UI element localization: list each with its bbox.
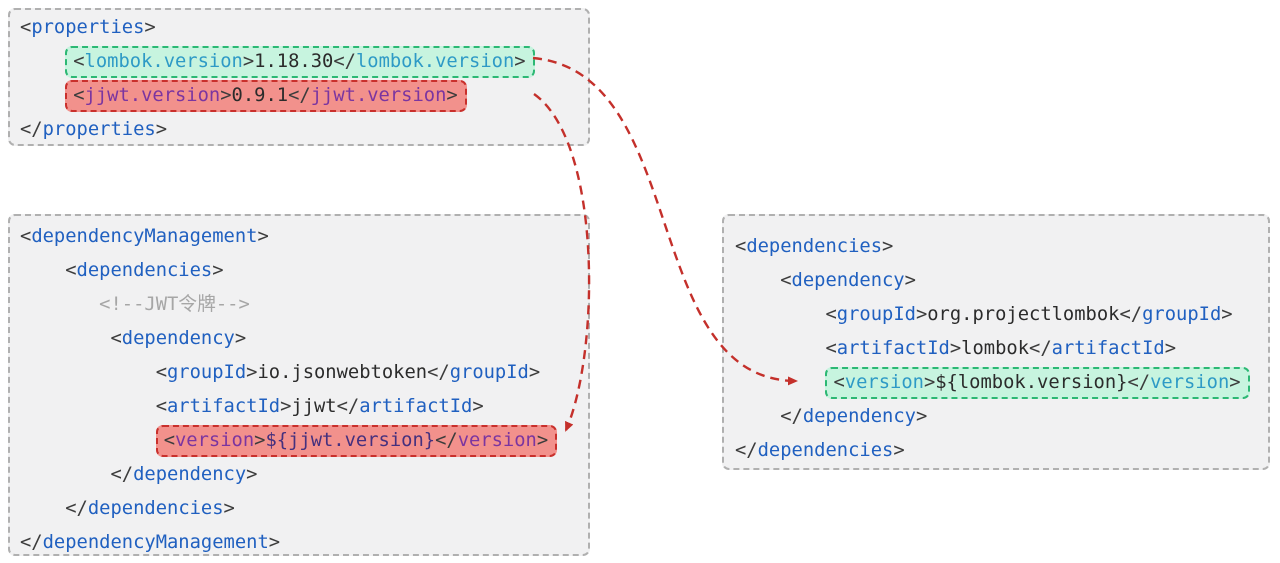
code-line: <groupId>org.projectlombok</groupId> — [825, 304, 1233, 325]
code-line: <jjwt.version>0.9.1</jjwt.version> — [20, 79, 588, 113]
code-line: </dependency> — [110, 464, 258, 485]
code-line: </dependencies> — [735, 440, 905, 461]
code-line: </properties> — [20, 119, 168, 140]
code-line: <version>${lombok.version}</version> — [735, 366, 1268, 400]
code-line: <dependency> — [780, 270, 916, 291]
code-line: <groupId>io.jsonwebtoken</groupId> — [155, 362, 541, 383]
code-line: <artifactId>jjwt</artifactId> — [155, 396, 484, 417]
lombok-version-property-highlight: <lombok.version>1.18.30</lombok.version> — [65, 46, 535, 78]
code-line: <!--JWT令牌--> — [99, 294, 250, 315]
code-line: </dependencies> — [65, 498, 235, 519]
jjwt-version-property-highlight: <jjwt.version>0.9.1</jjwt.version> — [65, 80, 467, 112]
code-line: <version>${jjwt.version}</version> — [20, 424, 588, 458]
code-line: <artifactId>lombok</artifactId> — [825, 338, 1177, 359]
properties-box: <properties> <lombok.version>1.18.30</lo… — [8, 8, 590, 146]
code-line: <dependency> — [110, 328, 247, 349]
dependencies-box: <dependencies> <dependency> <groupId>org… — [722, 214, 1270, 470]
code-line: <lombok.version>1.18.30</lombok.version> — [20, 45, 588, 79]
code-line: </dependency> — [780, 406, 928, 427]
code-line: <properties> — [20, 17, 156, 38]
code-line: <dependencies> — [735, 236, 894, 257]
lombok-version-ref-highlight: <version>${lombok.version}</version> — [825, 367, 1250, 399]
jjwt-version-ref-highlight: <version>${jjwt.version}</version> — [155, 425, 558, 457]
code-line: </dependencyManagement> — [20, 532, 281, 553]
dependency-management-box: <dependencyManagement> <dependencies> <!… — [8, 214, 590, 556]
code-line: <dependencyManagement> — [20, 226, 269, 247]
code-line: <dependencies> — [65, 260, 224, 281]
